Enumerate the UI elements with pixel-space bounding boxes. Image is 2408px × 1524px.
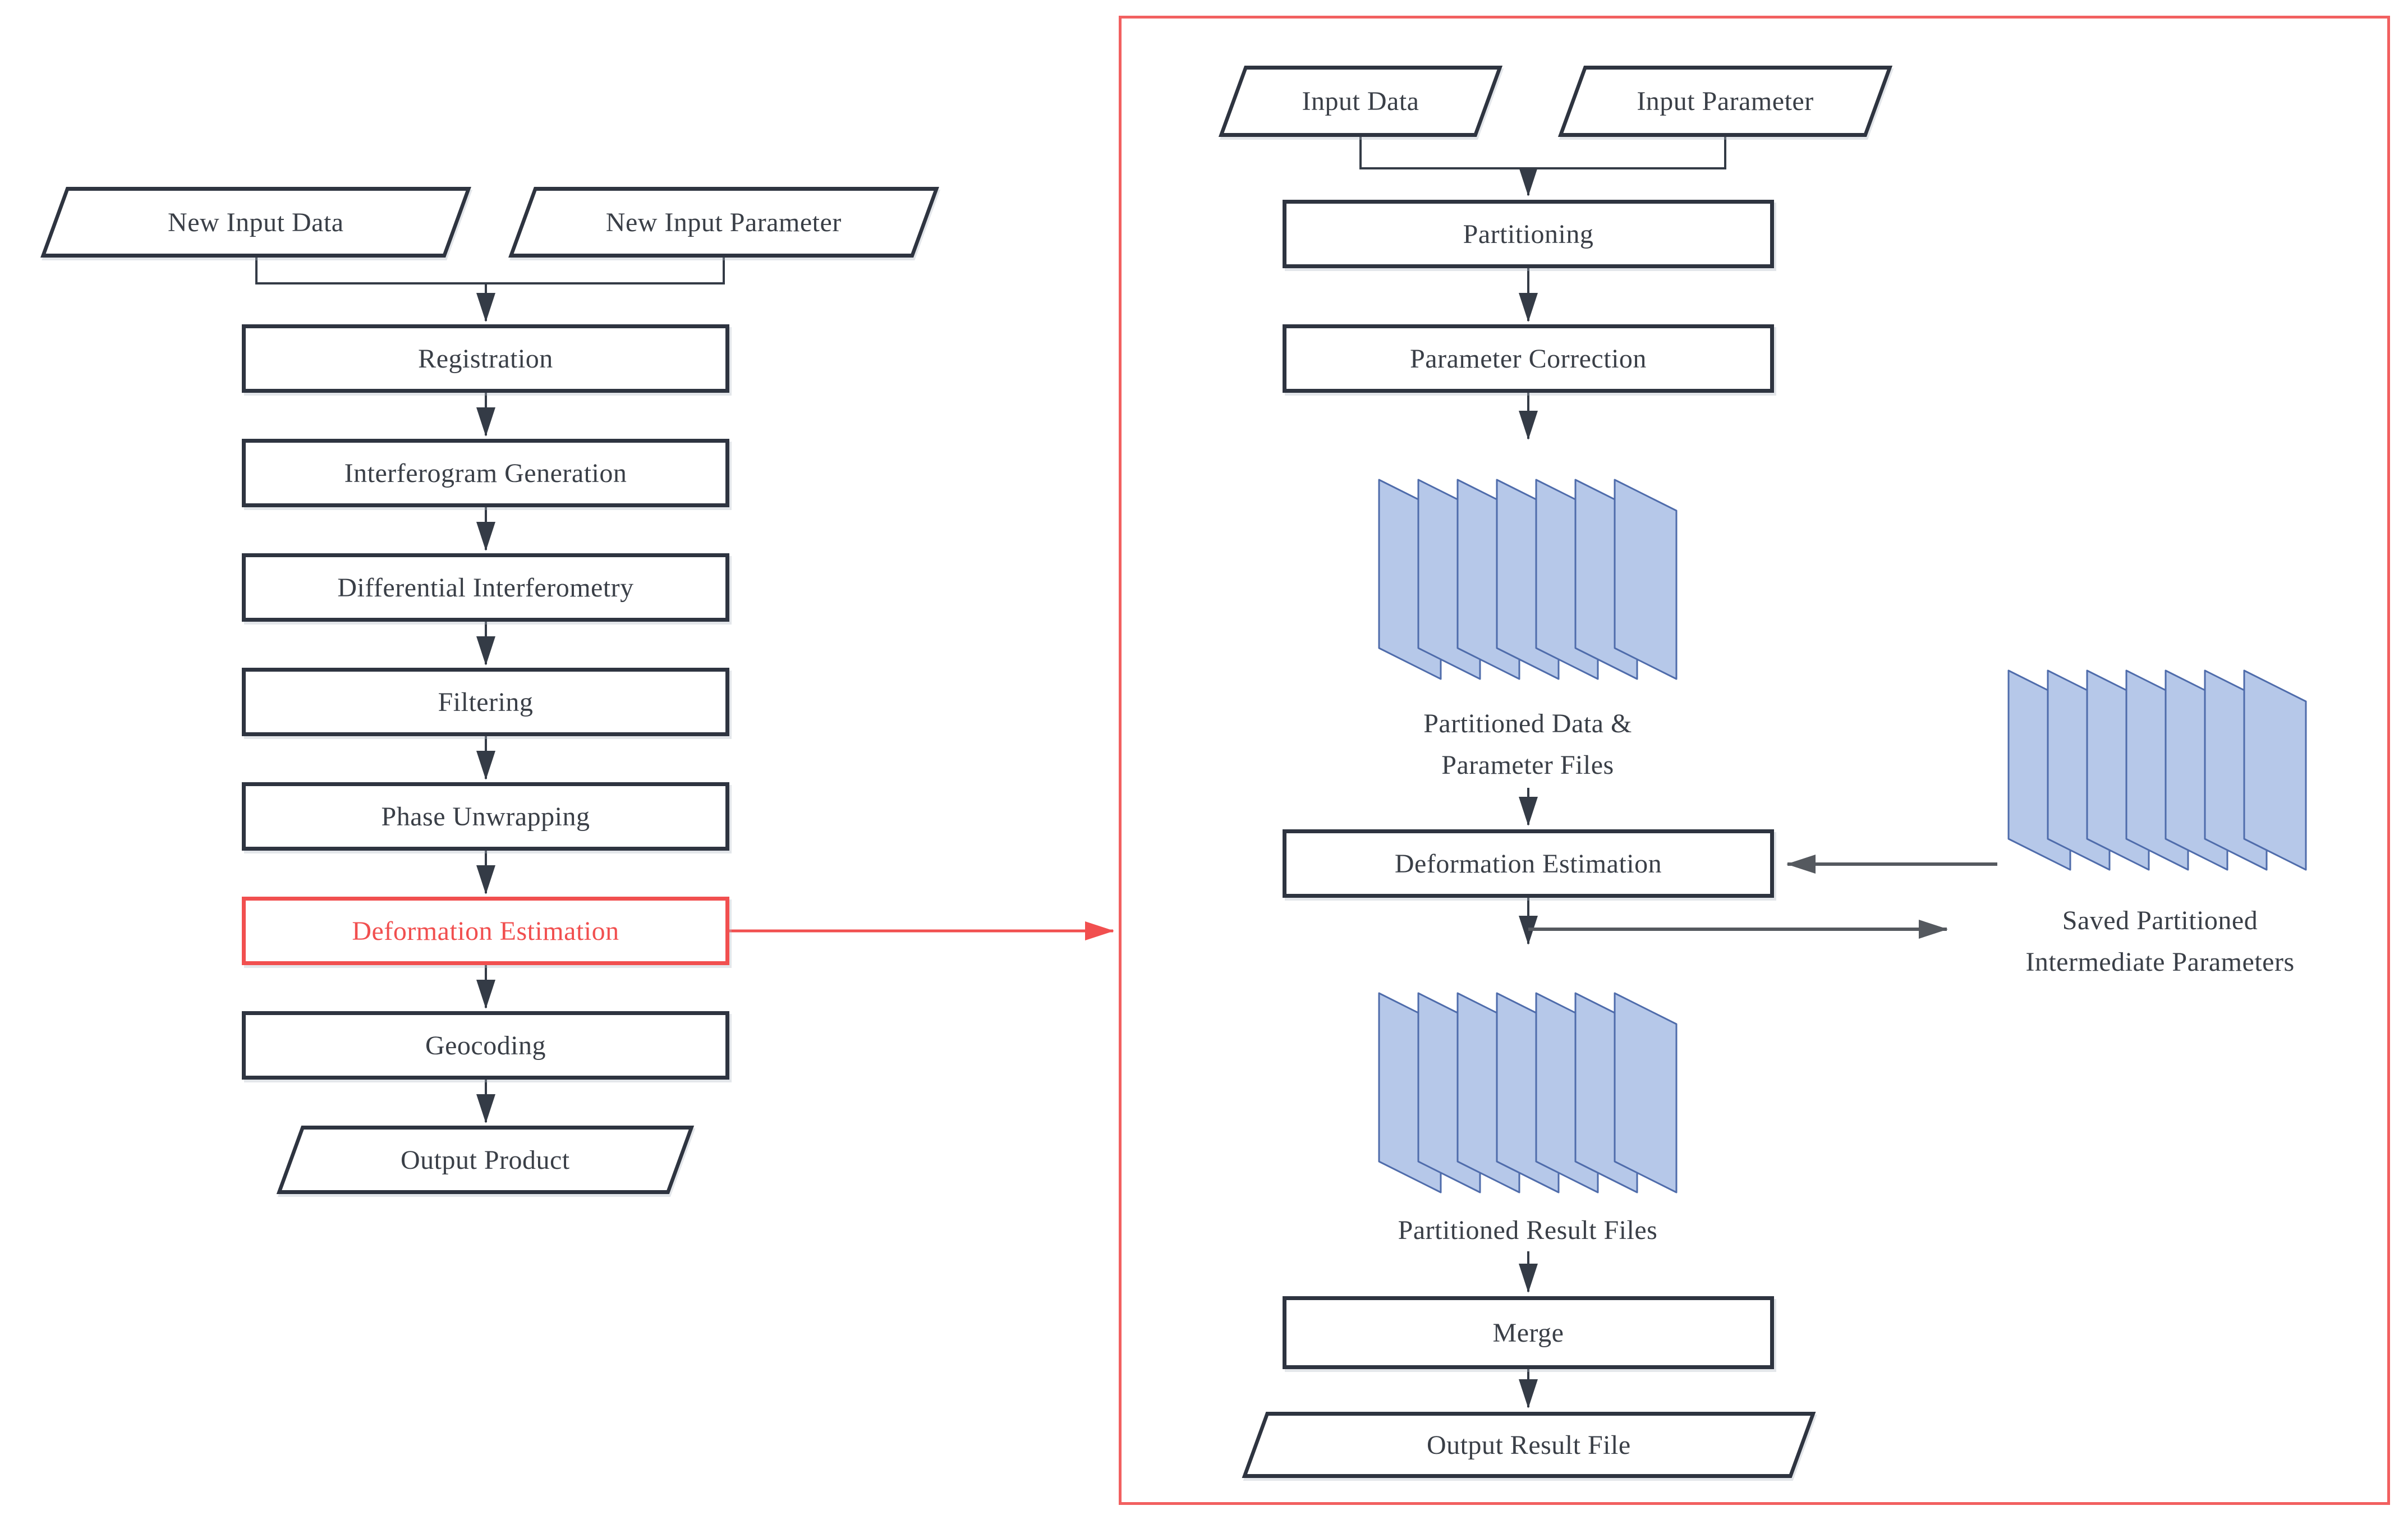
saved-intermediate-params-stack-icon (2007, 669, 2307, 871)
para-new-input-parameter: New Input Parameter (508, 187, 939, 258)
node-interferogram-generation-label: Interferogram Generation (344, 458, 627, 488)
node-parameter-correction-label: Parameter Correction (1410, 343, 1647, 374)
node-parameter-correction: Parameter Correction (1283, 324, 1774, 393)
left-input-join-connector (255, 258, 725, 322)
node-partitioning-label: Partitioning (1463, 219, 1594, 249)
node-deformation-estimation: Deformation Estimation (242, 897, 729, 965)
node-phase-unwrapping-label: Phase Unwrapping (381, 801, 590, 832)
node-interferogram-generation: Interferogram Generation (242, 439, 729, 507)
node-geocoding: Geocoding (242, 1011, 729, 1080)
para-output-product: Output Product (276, 1126, 695, 1194)
node-filtering: Filtering (242, 668, 729, 736)
node-partitioning: Partitioning (1283, 200, 1774, 268)
para-output-result-file-label: Output Result File (1427, 1430, 1631, 1460)
node-filtering-label: Filtering (438, 687, 534, 717)
para-new-input-parameter-label: New Input Parameter (605, 207, 842, 237)
node-phase-unwrapping: Phase Unwrapping (242, 782, 729, 851)
para-input-data: Input Data (1218, 66, 1503, 137)
partitioned-data-files-stack-icon (1378, 479, 1678, 680)
label-saved-partitioned-parameters: Saved Partitioned Intermediate Parameter… (2025, 906, 2295, 977)
node-registration: Registration (242, 324, 729, 393)
para-input-parameter-label: Input Parameter (1637, 86, 1814, 116)
node-merge: Merge (1283, 1296, 1774, 1369)
para-input-parameter: Input Parameter (1557, 66, 1893, 137)
para-output-result-file: Output Result File (1242, 1412, 1816, 1478)
detail-panel-frame (1119, 16, 2390, 1505)
node-deformation-estimation-detail-label: Deformation Estimation (1394, 848, 1662, 879)
node-deformation-estimation-label: Deformation Estimation (352, 916, 619, 946)
label-partitioned-data-files: Partitioned Data & Parameter Files (1423, 709, 1632, 780)
node-merge-label: Merge (1492, 1318, 1564, 1348)
node-geocoding-label: Geocoding (425, 1030, 546, 1061)
node-differential-interferometry-label: Differential Interferometry (337, 572, 634, 603)
para-input-data-label: Input Data (1302, 86, 1419, 116)
label-partitioned-result-files: Partitioned Result Files (1398, 1215, 1658, 1245)
partitioned-result-files-stack-icon (1378, 992, 1678, 1194)
para-new-input-data: New Input Data (40, 187, 471, 258)
para-new-input-data-label: New Input Data (168, 207, 344, 237)
detail-input-join-connector (1359, 137, 1726, 196)
para-output-product-label: Output Product (401, 1145, 570, 1175)
node-differential-interferometry: Differential Interferometry (242, 553, 729, 622)
node-deformation-estimation-detail: Deformation Estimation (1283, 829, 1774, 898)
node-registration-label: Registration (418, 343, 553, 374)
